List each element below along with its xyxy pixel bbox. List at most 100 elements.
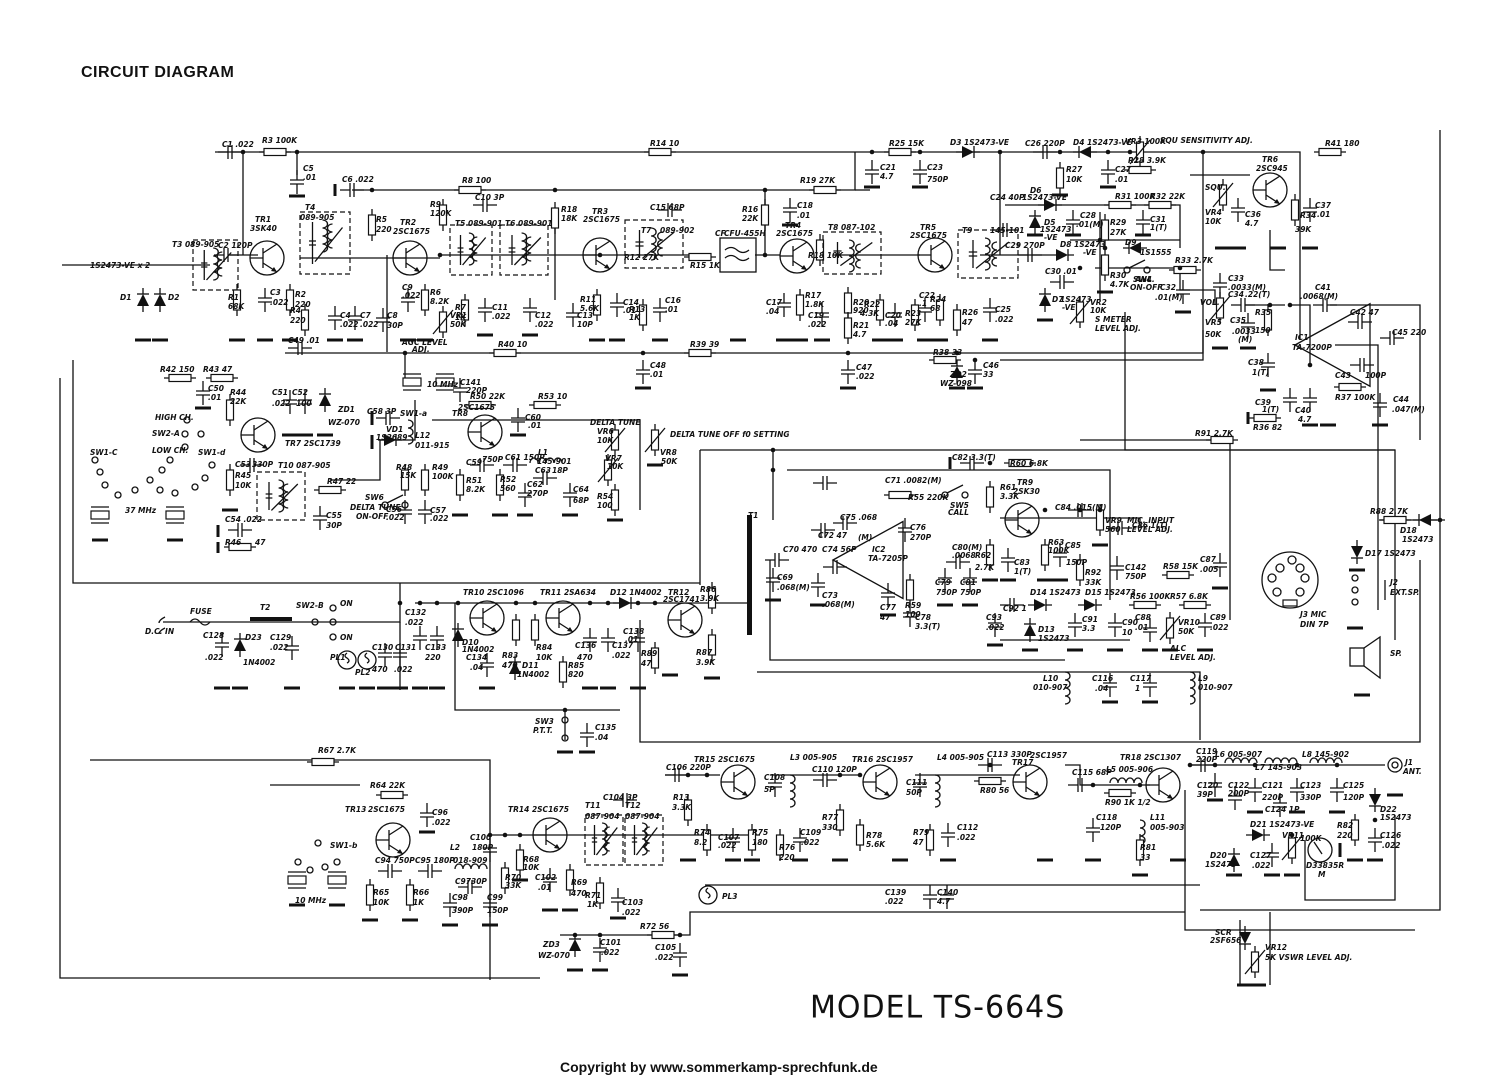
r50-resistor: [468, 400, 492, 410]
label-d23v: 1N4002: [243, 658, 275, 667]
label-c64: C64: [573, 485, 589, 494]
label-r40: R40 10: [498, 340, 527, 349]
label-r89: R89: [641, 649, 657, 658]
label-c62: C62: [527, 480, 543, 489]
label-r74v: 8.2: [694, 838, 707, 847]
label-r77v: 330: [822, 823, 838, 832]
label-c75: C75 .068: [840, 513, 877, 522]
t2-choke-icon: [250, 617, 292, 621]
tr9-transistor: [1004, 502, 1040, 538]
label-lowch: LOW CH.: [152, 446, 188, 455]
label-tr9: TR9: [1017, 478, 1033, 487]
label-vr6v: 10K: [597, 436, 614, 445]
label-c134: C134: [466, 653, 487, 662]
label-c44v: .047(M): [1392, 405, 1425, 414]
label-sw4v: ANL.: [1134, 275, 1155, 284]
label-c50v: .01: [208, 393, 221, 402]
label-c11v: .022: [492, 312, 511, 321]
label-r26: R26: [962, 308, 978, 317]
label-c58: C58 3P: [367, 407, 397, 416]
l10-inductor: [1064, 671, 1071, 705]
r69-resistor: [565, 869, 575, 891]
tr7-transistor: [240, 417, 276, 453]
label-l12v: 011-915: [415, 441, 449, 450]
label-pl1: PL1: [330, 653, 346, 662]
c133-capacitor: [430, 626, 444, 650]
r43-resistor: [210, 373, 234, 383]
r27-resistor: [1055, 167, 1065, 189]
label-c121v: 220P: [1262, 793, 1284, 802]
label-c31v: 1(T): [1150, 223, 1167, 232]
r7-resistor: [460, 299, 470, 321]
label-c127: C127: [1250, 851, 1272, 860]
label-meter: D33835R: [1306, 861, 1344, 870]
r5-resistor: [367, 214, 377, 236]
c53-capacitor: [240, 458, 264, 472]
c20-capacitor: [888, 303, 902, 327]
label-r62v: 2.7K: [975, 563, 995, 572]
label-r14: R14 10: [650, 139, 679, 148]
label-r81: R81: [1140, 843, 1156, 852]
label-d8: D8 1S2473: [1060, 240, 1106, 249]
r8-resistor: [458, 185, 482, 195]
c83-capacitor: [1001, 548, 1015, 572]
label-r76v: 220: [779, 853, 795, 862]
c37-capacitor: [1303, 198, 1317, 222]
label-r78: R78: [866, 831, 882, 840]
ic1-amplifier: [1293, 302, 1371, 388]
label-c38v: 1(T): [1252, 368, 1269, 377]
label-r4: R4: [290, 306, 301, 315]
r54-resistor: [610, 489, 620, 511]
label-r44v: 22K: [230, 397, 247, 406]
c60-capacitor: [511, 408, 525, 432]
label-c88v: .01: [1135, 623, 1148, 632]
label-c95: C95 180P: [415, 856, 455, 865]
label-ic2: IC2: [872, 545, 886, 554]
label-r38: R38 33: [933, 348, 962, 357]
switch-contact-icon: [201, 474, 209, 482]
label-tr3: TR3: [592, 207, 608, 216]
label-t11: T11: [585, 801, 601, 810]
label-r65v: 10K: [373, 898, 390, 907]
c97-capacitor: [458, 880, 482, 894]
label-c130v: 470: [372, 665, 388, 674]
l2-inductor: [454, 863, 488, 870]
tr8-transistor: [467, 414, 503, 450]
c43-capacitor: [1350, 358, 1374, 372]
label-scr: SCR: [1215, 928, 1232, 937]
label-tr4: TR4: [785, 221, 801, 230]
label-d2: D2: [168, 293, 179, 302]
label-c5v: .01: [303, 173, 316, 182]
label-c98: C98: [452, 893, 468, 902]
label-d22: D22: [1380, 805, 1397, 814]
c104-capacitor: [613, 793, 637, 807]
r1-resistor: [232, 289, 242, 311]
label-c12: C12: [535, 311, 551, 320]
tr5-transistor: [917, 237, 953, 273]
c76-capacitor: [898, 518, 912, 542]
label-r69v: 470: [571, 889, 587, 898]
c61-capacitor: [503, 458, 527, 472]
label-r75v: 180: [752, 838, 768, 847]
diagram-title: CIRCUIT DIAGRAM: [81, 64, 235, 81]
label-d7v2: -VE: [1062, 303, 1076, 312]
label-r83: R83: [502, 651, 518, 660]
c7-capacitor: [348, 306, 362, 330]
c15-capacitor: [658, 203, 682, 217]
tr13-transistor: [375, 822, 411, 858]
label-highch: HIGH CH.: [155, 413, 194, 422]
label-r84: R84: [536, 643, 552, 652]
label-zd3v: WZ-070: [538, 951, 570, 960]
label-t2: T2: [260, 603, 270, 612]
label-c129v: .022: [270, 643, 289, 652]
label-c16v: .01: [665, 305, 678, 314]
label-c1: C1 .022: [222, 140, 254, 149]
label-c7v: .022: [360, 320, 379, 329]
d12-diode: [613, 597, 637, 609]
label-r18b: R18 10K: [808, 251, 844, 260]
label-l11: L11: [1150, 813, 1165, 822]
label-r70v: 33K: [505, 881, 522, 890]
label-zd2: ZD2: [949, 370, 967, 379]
label-c25: C25: [995, 305, 1011, 314]
label-pl3: PL3: [722, 892, 738, 901]
